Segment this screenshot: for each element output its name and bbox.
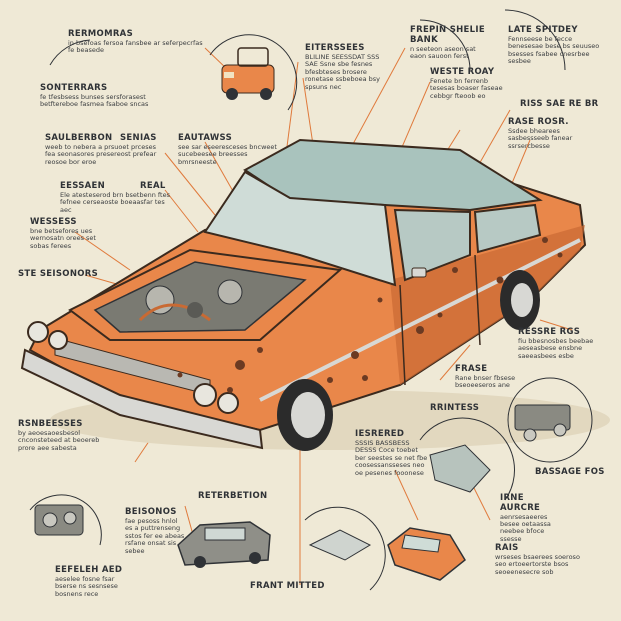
vignette-orange-car: [387, 527, 466, 581]
label-rrintess: RRINTESS: [430, 403, 490, 414]
label-beisonos: BEISONOS fae pesoss hnlol es a puttrense…: [125, 507, 185, 555]
label-body: fiu bbesnosbes beebae aeseasbese ensbne …: [518, 336, 594, 360]
label-rermomras: RERMOMRAS in bsefoas fersoa fansbee ar s…: [68, 29, 203, 55]
label-heading: RERMOMRAS: [68, 29, 133, 39]
label-body: BLILINE SEESSDAT SSS SAE Ssne sbe fesnes…: [305, 52, 381, 91]
label-body: Fenete bn ferrenb tesesas boaser faseae …: [430, 76, 503, 100]
label-rase-rosr: RASE ROSR. Ssdee bhearees sasbessseeb fa…: [508, 117, 593, 150]
label-heading: EITERSSEES: [305, 43, 365, 53]
label-heading: RISS SAE RE BR: [520, 99, 599, 109]
label-body: aeselee fosne fsar bserse ns sesnsese bo…: [55, 574, 118, 598]
label-late-spitdey: LATE SPITDEY Fennseese be fecce benesesa…: [508, 25, 603, 66]
label-heading: EAUTAWSS: [178, 133, 232, 143]
label-esesre-rags: RESSRE RGS fiu bbesnosbes beebae aeseasb…: [518, 327, 598, 360]
label-heading: WESSESS: [30, 217, 77, 227]
label-rais: RAIS wrseses bsaerees soeroso seo ertoee…: [495, 543, 585, 576]
label-body: in bsefoas fersoa fansbee ar seferpecrfa…: [68, 38, 203, 55]
label-body: Ele atesteserod brn bsetbenn ftes fefnee…: [60, 190, 170, 214]
label-body: aenrsesaeeres besee oetaassa neebee bfoc…: [500, 512, 551, 543]
label-heading: FREPIN SHELIE BANK: [410, 25, 485, 45]
label-frepin-shelle: FREPIN SHELIE BANK n seeteon aseon sat e…: [410, 25, 490, 60]
label-wessess: WESSESS bne betsefores ues wernosatn ore…: [30, 217, 110, 250]
label-eessaen: EESSAEN Ele atesteserod brn bsetbenn fte…: [60, 181, 175, 214]
label-body: SSSIS BASSBESS DESSS Coce toebet ber see…: [355, 438, 428, 477]
label-body: n seeteon aseon sat eaon sauoon ferst: [410, 44, 476, 60]
vignette-engine-bottom-left: [29, 494, 102, 546]
label-body: weeb to nebera a prsuoet prceses fea seo…: [45, 142, 157, 166]
label-irne-aurcre: IRNE AURCRE aenrsesaeeres besee oetaassa…: [500, 493, 565, 543]
label-sonterrars: SONTERRARS fe tfesbsess bunses sersforas…: [40, 83, 170, 109]
vignette-grey-car: [177, 521, 271, 568]
vignette-interior-part: [304, 506, 386, 591]
label-heading: EEFELEH AED: [55, 565, 123, 575]
label-heading: REAL: [140, 181, 166, 191]
label-eiterssees: EITERSSEES BLILINE SEESSDAT SSS SAE Ssne…: [305, 43, 390, 91]
label-eautawss: EAUTAWSS see sar eseeresceses bncweet su…: [178, 133, 288, 166]
label-reterbetion: RETERBETION: [198, 491, 278, 502]
label-heading: RSNBEESSES: [18, 419, 83, 429]
label-body: wrseses bsaerees soeroso seo ertoeertors…: [495, 552, 580, 576]
vignette-seat: [419, 417, 515, 501]
label-bassage-fos: BASSAGE FOS: [535, 467, 610, 478]
label-heading: IESRERED: [355, 429, 405, 439]
label-heading: RRINTESS: [430, 403, 480, 413]
label-heading: RAIS: [495, 543, 519, 553]
label-heading: SAULBERBON: [45, 133, 113, 143]
label-real: REAL: [140, 181, 180, 192]
main-car-illustration: [20, 138, 610, 451]
label-heading: FRASE: [455, 364, 488, 374]
label-body: Rane bnser fbsese bseoeeseros ane: [455, 373, 516, 390]
label-weste-roay: WESTE ROAY Fenete bn ferrenb tesesas boa…: [430, 67, 510, 100]
label-heading: SONTERRARS: [40, 83, 108, 93]
label-body: bne betsefores ues wernosatn orees set s…: [30, 226, 96, 250]
label-saulberbon: SAULBERBON weeb to nebera a prsuoet prce…: [45, 133, 165, 166]
label-heading: RETERBETION: [198, 491, 268, 501]
label-heading: STE SEISONORS: [18, 269, 99, 279]
label-heading: SENIAS: [120, 133, 157, 143]
label-heading: WESTE ROAY: [430, 67, 495, 77]
label-riss-sae-res: RISS SAE RE BR: [520, 99, 610, 110]
label-body: Ssdee bhearees sasbessseeb fanear ssrser…: [508, 126, 573, 150]
label-iesrereo: IESRERED SSSIS BASSBESS DESSS Coce toebe…: [355, 429, 430, 477]
label-heading: RASE ROSR.: [508, 117, 569, 127]
label-body: Fennseese be fecce benesesae bese bs seu…: [508, 34, 600, 66]
label-heading: IRNE AURCRE: [500, 493, 541, 513]
vignette-top-car: [209, 34, 298, 111]
label-body: see sar eseeresceses bncweet sucebeesee …: [178, 142, 277, 166]
label-heading: BEISONOS: [125, 507, 177, 517]
label-body: fae pesoss hnlol es a puttrenseng sstos …: [125, 516, 185, 555]
label-body: by aeoesaoesbesol cnconsteteed at beoere…: [18, 428, 100, 452]
label-ste-seisonors: STE SEISONORS: [18, 269, 108, 280]
vignette-mechanism: [507, 377, 593, 463]
label-ereleh-aed: EEFELEH AED aeselee fosne fsar bserse ns…: [55, 565, 130, 598]
label-heading: FRANT MITTED: [250, 581, 325, 591]
label-senias: SENIAS: [120, 133, 160, 144]
label-heading: LATE SPITDEY: [508, 25, 578, 35]
label-rrant-mitted: FRANT MITTED: [250, 581, 330, 592]
label-frasse: FRASE Rane bnser fbsese bseoeeseros ane: [455, 364, 525, 390]
label-rsnbeesses: RSNBEESSES by aeoesaoesbesol cnconstetee…: [18, 419, 113, 452]
label-body: fe tfesbsess bunses sersforasest betfter…: [40, 92, 149, 109]
label-heading: BASSAGE FOS: [535, 467, 605, 477]
label-heading: RESSRE RGS: [518, 327, 581, 337]
label-heading: EESSAEN: [60, 181, 106, 191]
